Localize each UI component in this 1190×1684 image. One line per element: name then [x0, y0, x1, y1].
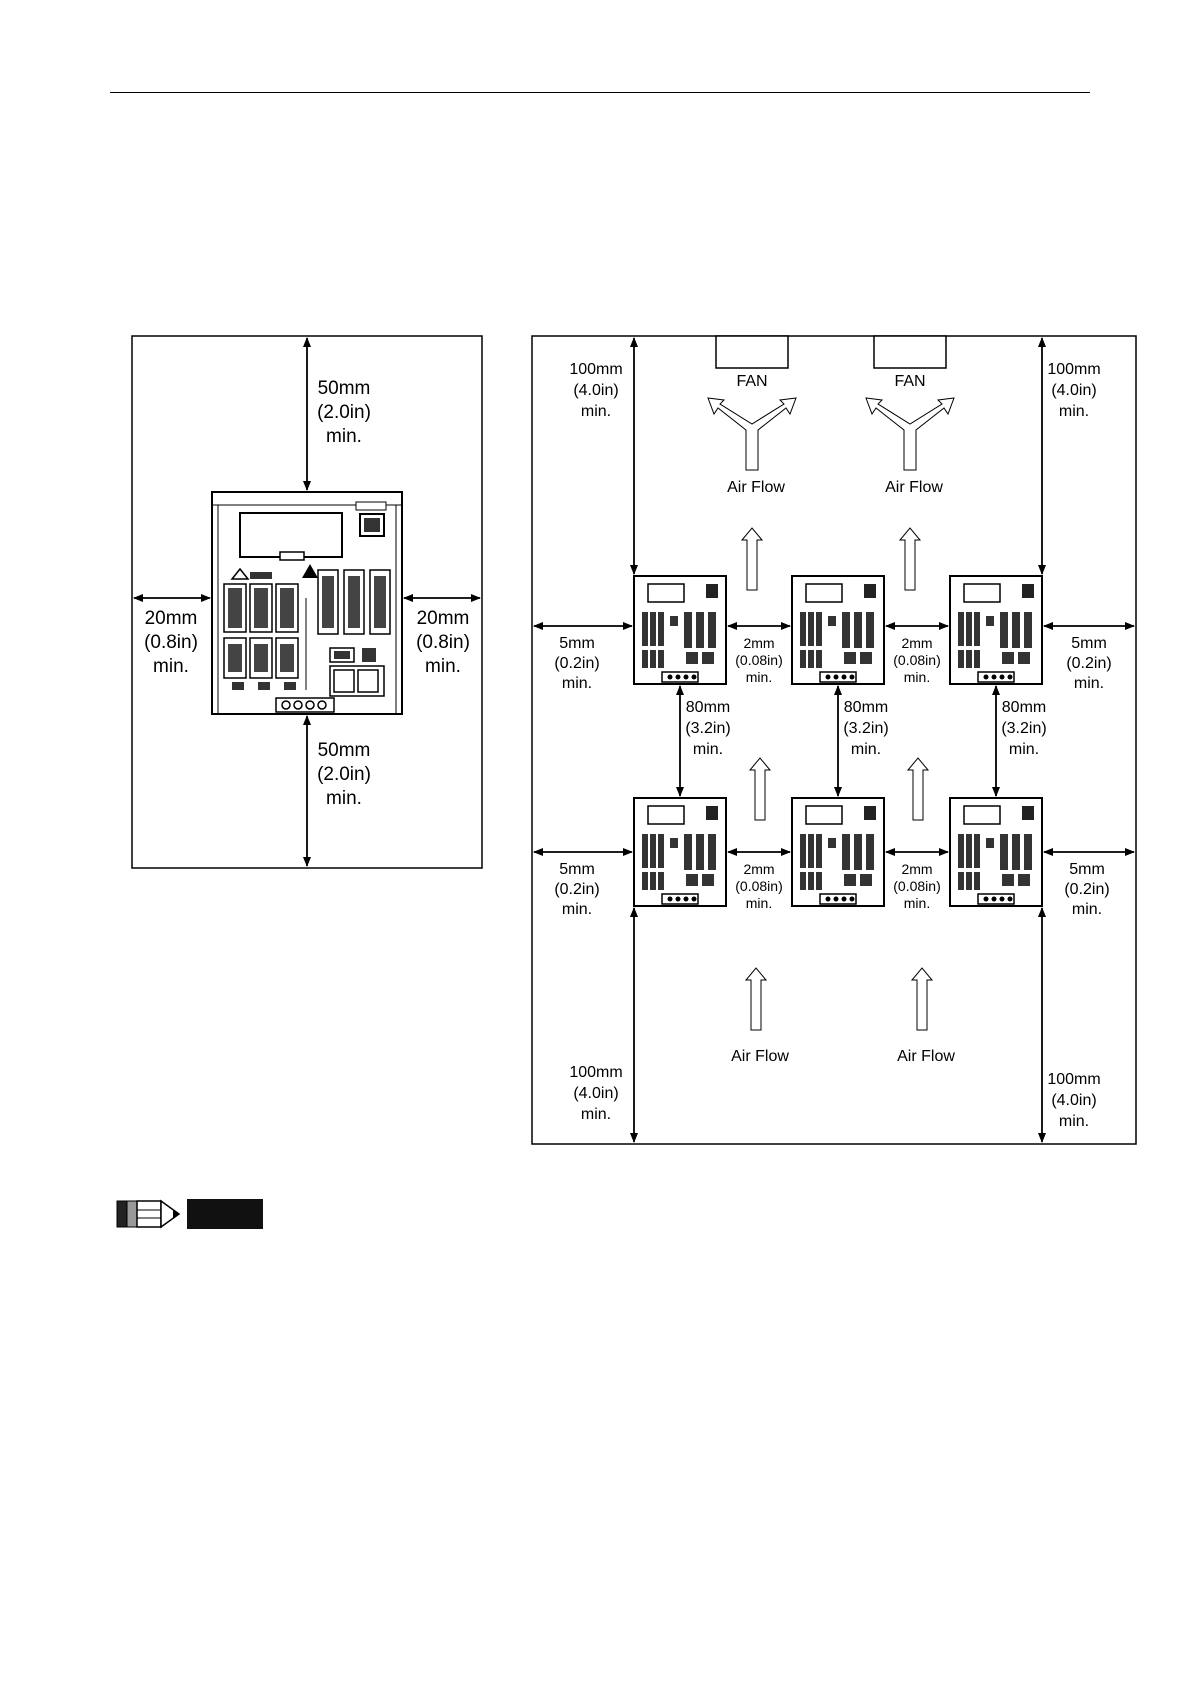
fan-airflow-icon-left	[707, 397, 797, 471]
row-clearance-in: (3.2in)	[685, 720, 730, 737]
airflow-arrow-icon	[911, 967, 933, 1031]
drive-unit	[791, 575, 885, 685]
top-left-clearance-mm: 100mm	[569, 361, 622, 378]
top-clearance-min: min.	[326, 426, 362, 447]
left-clearance-mm: 20mm	[145, 608, 198, 629]
left-clearance-min: min.	[153, 656, 189, 677]
note-block	[187, 1199, 263, 1229]
side-clearance-min: min.	[1072, 901, 1102, 918]
airflow-label-bottom-left: Air Flow	[731, 1048, 789, 1065]
drive-unit	[791, 797, 885, 907]
header-rule	[110, 92, 1090, 93]
top-left-clearance-min: min.	[581, 403, 611, 420]
airflow-arrow-icon	[745, 967, 767, 1031]
airflow-arrow-icon	[741, 527, 763, 591]
right-clearance-mm: 20mm	[417, 608, 470, 629]
airflow-arrow-icon	[907, 757, 929, 821]
left-frame	[131, 335, 483, 869]
drive-unit	[949, 797, 1043, 907]
bottom-right-clearance-mm: 100mm	[1047, 1071, 1100, 1088]
between-clearance-in: (0.08in)	[735, 878, 782, 894]
top-right-clearance-in: (4.0in)	[1051, 382, 1096, 399]
bottom-left-clearance-min: min.	[581, 1106, 611, 1123]
drive-unit	[633, 575, 727, 685]
between-clearance-min: min.	[746, 895, 772, 911]
top-right-clearance-min: min.	[1059, 403, 1089, 420]
bottom-right-clearance-min: min.	[1059, 1113, 1089, 1130]
between-clearance-mm: 2mm	[743, 635, 774, 651]
side-clearance-mm: 5mm	[1069, 861, 1105, 878]
fan-label-right: FAN	[894, 373, 925, 390]
side-clearance-mm: 5mm	[1071, 635, 1107, 652]
right-clearance-min: min.	[425, 656, 461, 677]
side-clearance-in: (0.2in)	[1064, 881, 1109, 898]
row-clearance-mm: 80mm	[844, 699, 888, 716]
fan-box-left	[715, 335, 789, 369]
between-clearance-in: (0.08in)	[893, 878, 940, 894]
between-clearance-mm: 2mm	[901, 861, 932, 877]
row-clearance-mm: 80mm	[686, 699, 730, 716]
top-right-clearance-mm: 100mm	[1047, 361, 1100, 378]
top-clearance-in: (2.0in)	[317, 402, 371, 423]
between-clearance-min: min.	[904, 895, 930, 911]
drive-unit	[949, 575, 1043, 685]
between-clearance-mm: 2mm	[901, 635, 932, 651]
drive-large	[211, 491, 403, 715]
row-clearance-min: min.	[693, 741, 723, 758]
fan-airflow-icon-right	[865, 397, 955, 471]
left-clearance-in: (0.8in)	[144, 632, 198, 653]
side-clearance-mm: 5mm	[559, 635, 595, 652]
row-clearance-min: min.	[851, 741, 881, 758]
single-drive-figure: 50mm (2.0in) min. 50mm (2.0in) min. 20mm…	[131, 335, 483, 869]
top-clearance-mm: 50mm	[318, 378, 371, 399]
multi-drive-figure: FAN FAN Air Flow Air Flow Air Flow Air F…	[531, 335, 1137, 1145]
drive-unit	[633, 797, 727, 907]
airflow-arrow-icon	[749, 757, 771, 821]
note-marker	[115, 1195, 275, 1235]
right-frame	[531, 335, 1137, 1145]
bottom-clearance-mm: 50mm	[318, 740, 371, 761]
side-clearance-in: (0.2in)	[554, 881, 599, 898]
side-clearance-in: (0.2in)	[1066, 655, 1111, 672]
airflow-label-top-right: Air Flow	[885, 479, 943, 496]
pencil-icon	[116, 1199, 263, 1229]
between-clearance-in: (0.08in)	[735, 652, 782, 668]
bottom-clearance-min: min.	[326, 788, 362, 809]
airflow-label-bottom-right: Air Flow	[897, 1048, 955, 1065]
between-clearance-mm: 2mm	[743, 861, 774, 877]
bottom-left-clearance-in: (4.0in)	[573, 1085, 618, 1102]
airflow-label-top-left: Air Flow	[727, 479, 785, 496]
row-clearance-min: min.	[1009, 741, 1039, 758]
between-clearance-in: (0.08in)	[893, 652, 940, 668]
side-clearance-in: (0.2in)	[554, 655, 599, 672]
bottom-clearance-in: (2.0in)	[317, 764, 371, 785]
side-clearance-min: min.	[562, 675, 592, 692]
fan-label-left: FAN	[736, 373, 767, 390]
row-clearance-in: (3.2in)	[1001, 720, 1046, 737]
side-clearance-mm: 5mm	[559, 861, 595, 878]
airflow-arrow-icon	[899, 527, 921, 591]
side-clearance-min: min.	[1074, 675, 1104, 692]
right-clearance-in: (0.8in)	[416, 632, 470, 653]
bottom-left-clearance-mm: 100mm	[569, 1064, 622, 1081]
fan-box-right	[873, 335, 947, 369]
top-left-clearance-in: (4.0in)	[573, 382, 618, 399]
between-clearance-min: min.	[904, 669, 930, 685]
row-clearance-mm: 80mm	[1002, 699, 1046, 716]
side-clearance-min: min.	[562, 901, 592, 918]
bottom-right-clearance-in: (4.0in)	[1051, 1092, 1096, 1109]
row-clearance-in: (3.2in)	[843, 720, 888, 737]
between-clearance-min: min.	[746, 669, 772, 685]
